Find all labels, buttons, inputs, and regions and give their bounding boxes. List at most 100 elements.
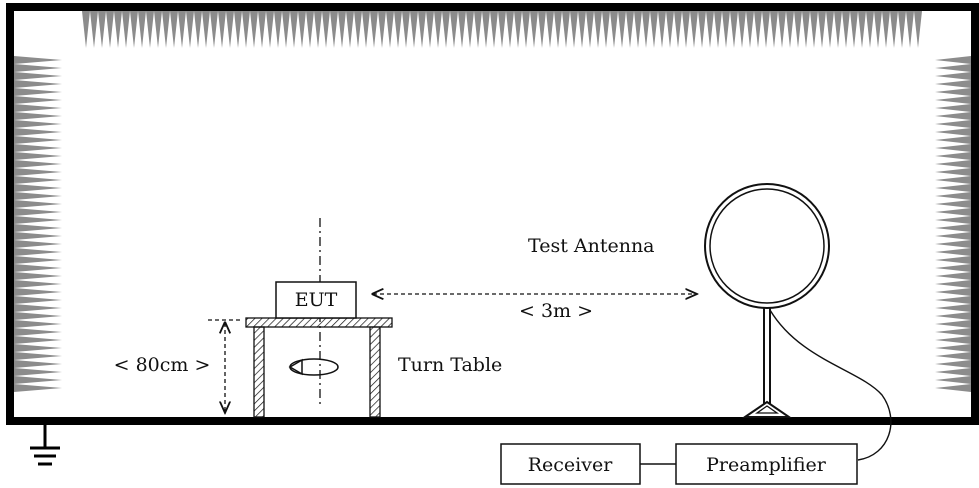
- absorber-cone: [634, 11, 642, 48]
- absorber-cone: [14, 208, 62, 216]
- height-label: < 80cm >: [114, 354, 211, 376]
- absorber-cone: [194, 11, 202, 48]
- absorber-cone: [14, 96, 62, 104]
- absorber-cone: [338, 11, 346, 48]
- absorber-cone: [466, 11, 474, 48]
- absorber-cone: [935, 232, 971, 240]
- absorber-cone: [14, 280, 62, 288]
- receiver-label: Receiver: [528, 454, 613, 476]
- absorber-cone: [386, 11, 394, 48]
- absorber-cone: [490, 11, 498, 48]
- absorber-cone: [730, 11, 738, 48]
- absorber-cone: [754, 11, 762, 48]
- absorber-cone: [935, 136, 971, 144]
- absorber-cone: [562, 11, 570, 48]
- absorber-cone: [14, 160, 62, 168]
- absorber-cone: [314, 11, 322, 48]
- absorber-cone: [935, 320, 971, 328]
- absorber-cone: [106, 11, 114, 48]
- absorber-cone: [14, 264, 62, 272]
- turn-table-label: Turn Table: [398, 354, 502, 376]
- absorber-cone: [935, 208, 971, 216]
- absorber-cone: [250, 11, 258, 48]
- absorber-cone: [818, 11, 826, 48]
- absorber-cone: [274, 11, 282, 48]
- absorber-cone: [130, 11, 138, 48]
- receiver-box: [500, 443, 641, 485]
- absorber-cone: [14, 256, 62, 264]
- absorber-cone: [935, 184, 971, 192]
- ground-symbol: [30, 424, 60, 466]
- absorber-cone: [810, 11, 818, 48]
- absorber-cone: [935, 144, 971, 152]
- absorber-cone: [226, 11, 234, 48]
- absorber-cone: [14, 200, 62, 208]
- absorber-cone: [935, 96, 971, 104]
- absorber-cone: [935, 296, 971, 304]
- absorber-cone: [935, 104, 971, 112]
- absorber-cone: [935, 56, 971, 64]
- absorber-cone: [14, 296, 62, 304]
- absorber-left: [14, 56, 62, 392]
- absorber-cone: [546, 11, 554, 48]
- absorber-cone: [434, 11, 442, 48]
- absorber-cone: [935, 256, 971, 264]
- absorber-cone: [594, 11, 602, 48]
- absorber-cone: [178, 11, 186, 48]
- absorber-cone: [935, 192, 971, 200]
- absorber-cone: [14, 184, 62, 192]
- absorber-cone: [474, 11, 482, 48]
- absorber-cone: [14, 56, 62, 64]
- absorber-cone: [458, 11, 466, 48]
- absorber-cone: [14, 64, 62, 72]
- absorber-cone: [346, 11, 354, 48]
- absorber-cone: [322, 11, 330, 48]
- absorber-cone: [98, 11, 106, 48]
- absorber-cone: [370, 11, 378, 48]
- absorber-cone: [935, 264, 971, 272]
- absorber-cone: [14, 72, 62, 80]
- absorber-cone: [114, 11, 122, 48]
- absorber-cone: [530, 11, 538, 48]
- absorber-cone: [242, 11, 250, 48]
- absorber-cone: [538, 11, 546, 48]
- absorber-cone: [410, 11, 418, 48]
- absorber-cone: [698, 11, 706, 48]
- absorber-cone: [210, 11, 218, 48]
- absorber-cone: [935, 168, 971, 176]
- absorber-cone: [935, 344, 971, 352]
- turn-table-top: [245, 317, 393, 328]
- absorber-cone: [842, 11, 850, 48]
- absorber-cone: [874, 11, 882, 48]
- rotation-arrow-icon: [288, 358, 339, 376]
- absorber-cone: [306, 11, 314, 48]
- eut-label: EUT: [295, 289, 338, 311]
- absorber-cone: [14, 312, 62, 320]
- absorber-cone: [906, 11, 914, 48]
- absorber-cone: [935, 384, 971, 392]
- absorber-cone: [935, 352, 971, 360]
- absorber-cone: [442, 11, 450, 48]
- absorber-cone: [14, 384, 62, 392]
- antenna-cable: [769, 309, 892, 461]
- absorber-cone: [642, 11, 650, 48]
- absorber-cone: [935, 360, 971, 368]
- chamber-wall: [6, 3, 979, 425]
- absorber-cone: [602, 11, 610, 48]
- absorber-cone: [354, 11, 362, 48]
- absorber-cone: [14, 336, 62, 344]
- eut-box: [275, 281, 357, 319]
- absorber-cone: [586, 11, 594, 48]
- absorber-cone: [935, 368, 971, 376]
- absorber-cone: [14, 248, 62, 256]
- absorber-cone: [14, 368, 62, 376]
- absorber-cone: [935, 152, 971, 160]
- absorber-cone: [935, 312, 971, 320]
- absorber-cone: [770, 11, 778, 48]
- absorber-cone: [570, 11, 578, 48]
- absorber-cone: [14, 168, 62, 176]
- absorber-cone: [14, 120, 62, 128]
- absorber-cone: [482, 11, 490, 48]
